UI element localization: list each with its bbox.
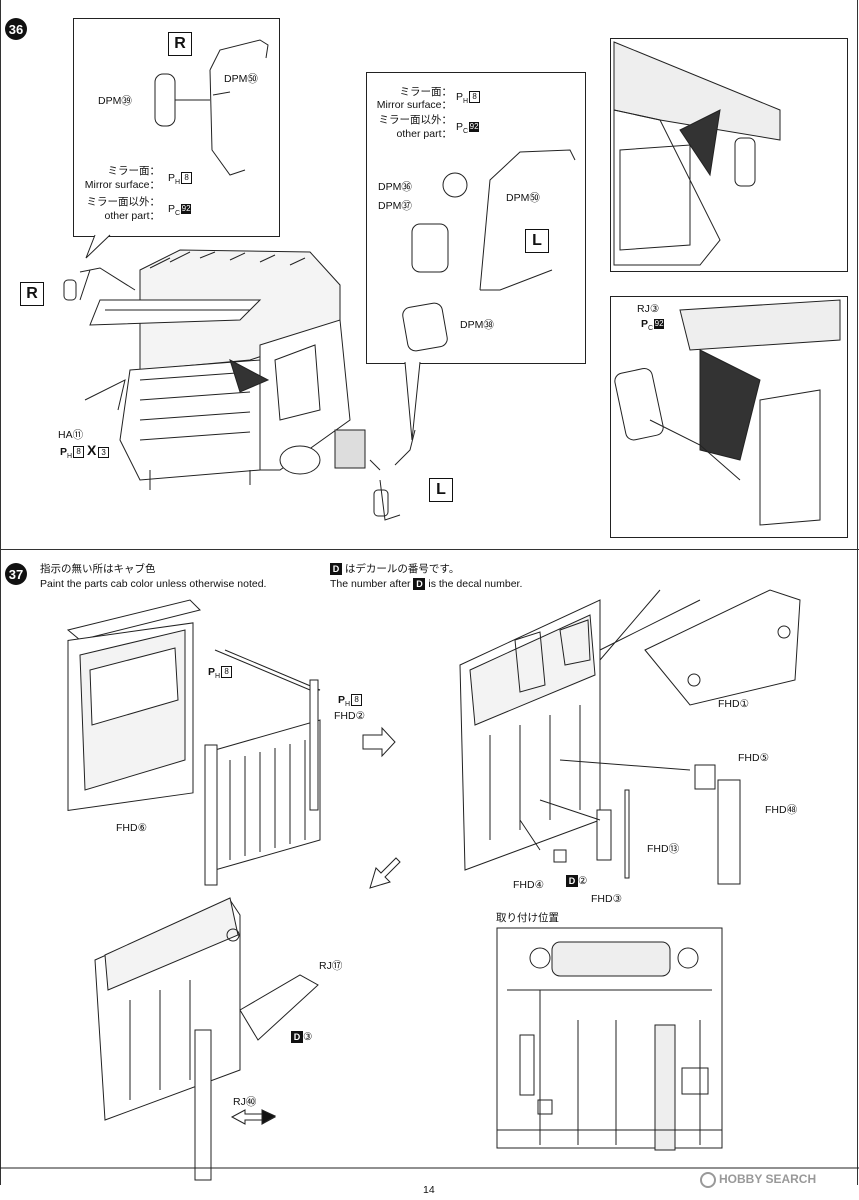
side-label-r-callout: R [168, 32, 192, 56]
fhd48-label: FHD㊽ [765, 804, 798, 816]
r-mirror-arm-part [209, 39, 269, 176]
fhd1-label: FHD① [718, 698, 749, 710]
dpm36-label: DPM㊱ [378, 181, 412, 193]
side-label-r-main: R [20, 282, 44, 306]
l-mirror-en: Mirror surface： [376, 99, 452, 111]
fhd13-label: FHD⑬ [647, 843, 680, 855]
l-mirror-arm-part [479, 149, 576, 291]
dpm38-label: DPM㊳ [460, 319, 494, 331]
fhd5-part [694, 764, 716, 790]
detail-top-art [613, 41, 781, 266]
step-37-badge: 37 [5, 563, 27, 585]
rj17-part [239, 974, 319, 1041]
l-mirror-paint: PH8 [456, 91, 481, 108]
right-border [857, 0, 858, 1185]
fhd48-part [717, 779, 741, 885]
fhd2-strip [204, 649, 321, 886]
r-mirror-head-part [154, 73, 176, 127]
ph8-label-a: PH8 [208, 666, 233, 683]
dpm37-part [411, 223, 449, 273]
dpm36-part [442, 172, 468, 198]
final-assembly [94, 897, 241, 1181]
fhd4-part [553, 849, 567, 863]
d2-decal-part [596, 809, 612, 861]
l-mirror-jp: ミラー面： [399, 86, 453, 98]
step-36-badge: 36 [5, 18, 27, 40]
r-mirror-en: Mirror surface： [84, 179, 160, 191]
note-jp: 指示の無い所はキャブ色 [40, 563, 156, 575]
position-view [496, 927, 723, 1151]
fhd4-label: FHD④ [513, 879, 544, 891]
rj3-label: RJ③ [637, 303, 660, 315]
ha11-label: HA⑪ [58, 429, 84, 441]
ha11-wiper-part [84, 379, 126, 411]
fhd1-part [644, 589, 801, 706]
l-callout-pointer [404, 361, 421, 441]
decal-note-jp: D はデカールの番号です。 [330, 563, 459, 576]
r-mirror-jp: ミラー面： [107, 165, 161, 177]
dpm51-label: DPM㊿ [506, 192, 540, 204]
cab-r-mirror [79, 267, 136, 301]
decal-note-en: The number after D is the decal number. [330, 578, 523, 591]
rj3-paint: PC92 [641, 318, 665, 333]
cab-l-mirror [369, 429, 416, 521]
position-label: 取り付け位置 [496, 912, 559, 924]
note-en: Paint the parts cab color unless otherwi… [40, 578, 267, 590]
r-mirror-paint: PH8 [168, 172, 193, 189]
side-label-l-main: L [429, 478, 453, 502]
dpm39-label: DPM㊴ [98, 95, 132, 107]
fhd5-label: FHD⑤ [738, 752, 769, 764]
ph8-label-b: PH8 [338, 694, 363, 711]
cab-body [89, 249, 366, 490]
watermark: HOBBY SEARCH [700, 1172, 816, 1188]
dpm37-label: DPM㊲ [378, 200, 412, 212]
cab-rear-assembly [459, 599, 601, 871]
rj17-label: RJ⑰ [319, 960, 343, 972]
watermark-logo-icon [700, 1172, 716, 1188]
r-other-paint: PC92 [168, 203, 192, 218]
dpm38-part [402, 302, 448, 352]
flow-arrow-right [362, 726, 396, 758]
l-other-paint: PC92 [456, 121, 480, 136]
l-other-jp: ミラー面以外： [378, 114, 453, 126]
step-divider [0, 549, 859, 550]
r-callout-pointer [85, 234, 111, 259]
fhd2-label: FHD② [334, 710, 365, 722]
page-number: 14 [423, 1184, 435, 1196]
rear-panel-frame [66, 599, 201, 812]
flow-arrow-diag [369, 857, 401, 889]
left-border [0, 0, 1, 1185]
r-other-en: other part： [104, 210, 160, 222]
r-other-jp: ミラー面以外： [86, 196, 161, 208]
side-label-l-callout: L [525, 229, 549, 253]
l-other-en: other part： [396, 128, 452, 140]
rj40-label: RJ㊵ [233, 1096, 257, 1108]
detail-bottom-art [614, 299, 841, 526]
fhd6-label: FHD⑥ [116, 822, 147, 834]
dpm50-label: DPM㊿ [224, 73, 258, 85]
fhd13-part [624, 789, 630, 879]
fhd3-label: FHD③ [591, 893, 622, 905]
